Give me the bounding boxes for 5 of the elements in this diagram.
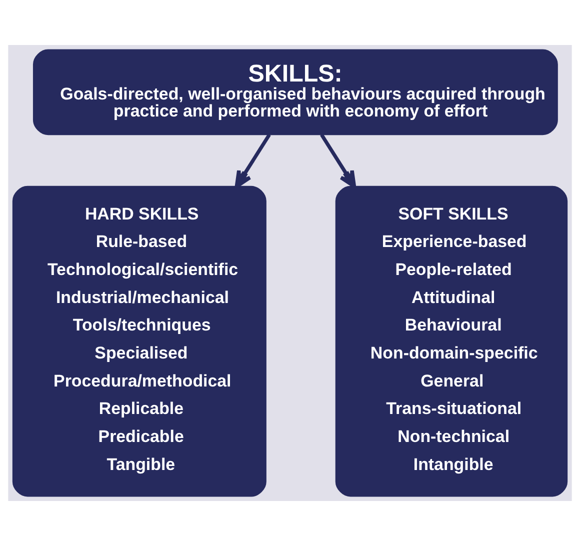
arrow xyxy=(320,133,356,188)
arrow xyxy=(234,133,271,188)
node-box: SOFT SKILLS Experience-based People-related Attitudinal Behavioural Non-domain-specific General Trans-situational Non-technical Intangible xyxy=(335,185,568,496)
node-box: HARD SKILLS Rule-based Technological/scientific Industrial/mechanical Tools/techniques Specialised Procedura/methodical Replicable Predicable Tangible xyxy=(12,185,266,496)
node-box: SKILLS: Goals-directed, well-organised behaviours acquired through practice and performed with economy of effort xyxy=(32,48,558,135)
